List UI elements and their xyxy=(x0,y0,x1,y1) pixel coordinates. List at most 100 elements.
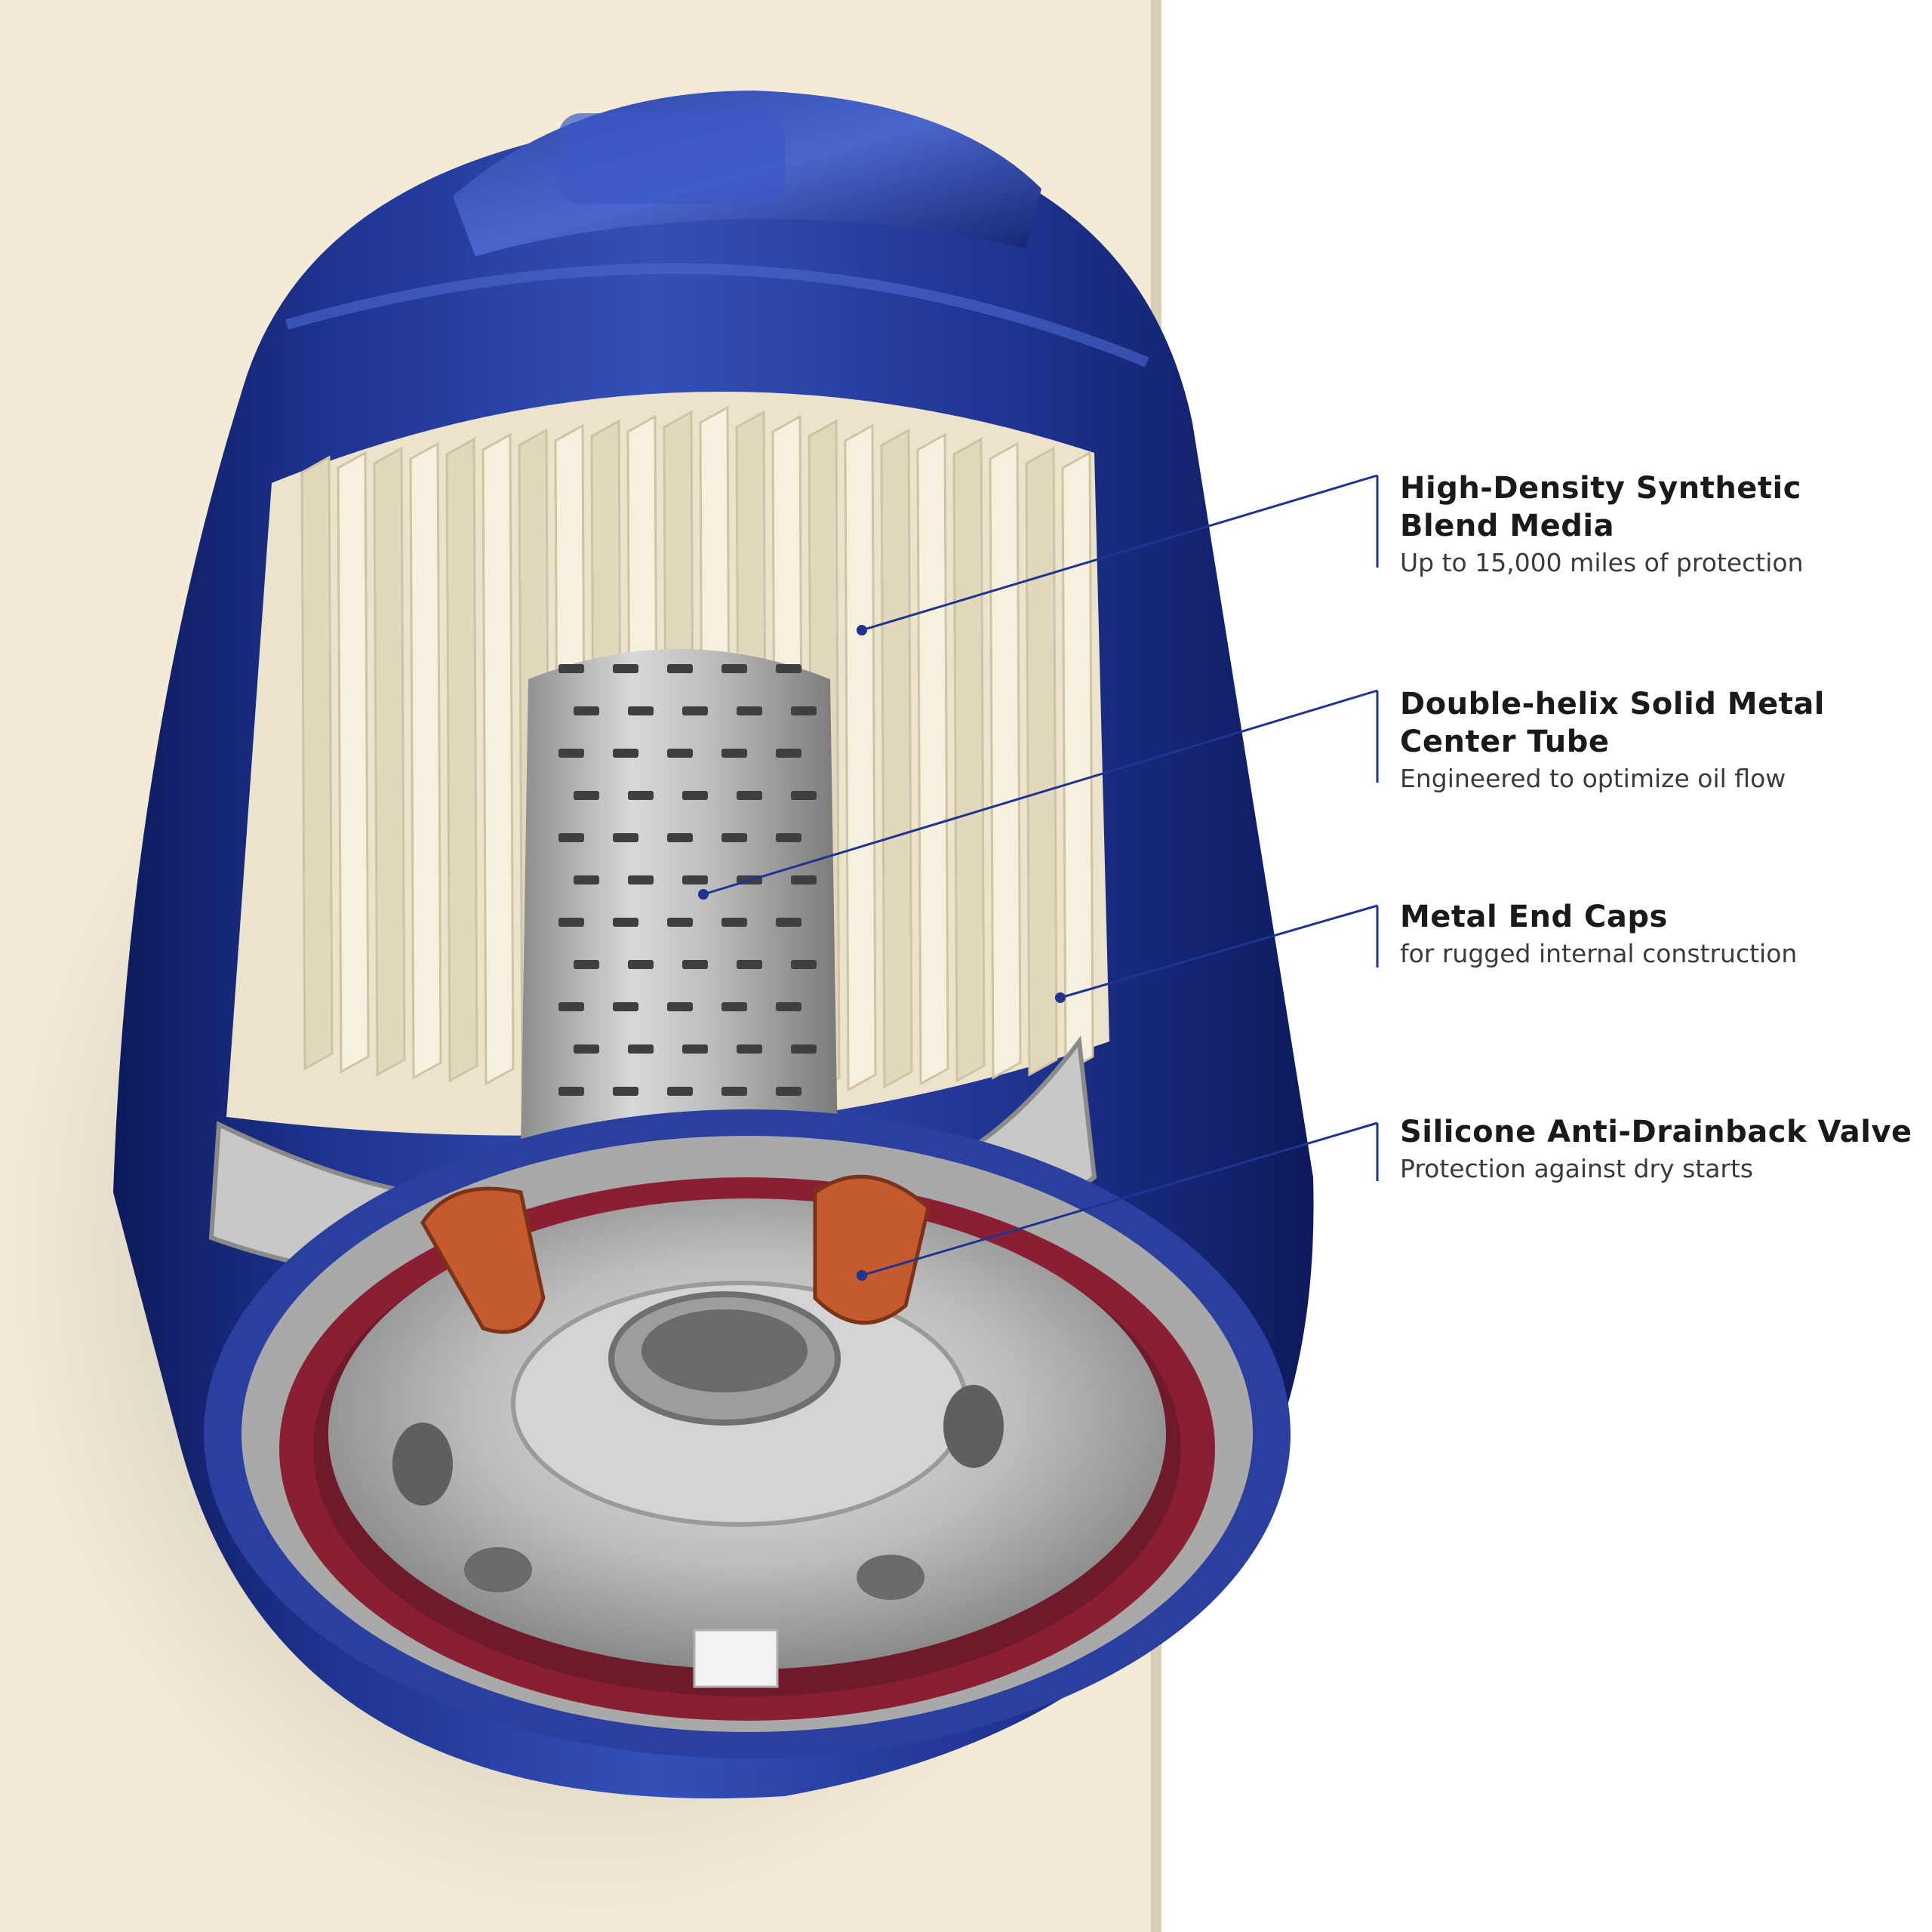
callout-dot xyxy=(698,889,709,900)
tube-perforation xyxy=(667,833,693,842)
tube-perforation xyxy=(776,1002,801,1011)
media-pleat xyxy=(916,432,949,1086)
tube-perforation xyxy=(791,875,817,884)
tube-perforation xyxy=(558,918,584,927)
anti-drainback-valve-left xyxy=(420,1186,546,1334)
media-pleat xyxy=(1061,451,1094,1074)
leader-endcaps xyxy=(1060,904,1378,999)
inlet-hole xyxy=(392,1423,453,1506)
tube-perforation xyxy=(737,1044,762,1054)
callout-dots xyxy=(698,625,1066,1281)
tube-perforation xyxy=(558,833,584,842)
tube-perforation xyxy=(776,833,801,842)
tube-perforation xyxy=(737,960,762,969)
media-pleat xyxy=(337,451,370,1074)
center-tube-perforations xyxy=(558,664,817,1096)
tube-perforation xyxy=(628,875,654,884)
callout-dot xyxy=(1055,992,1066,1003)
tube-perforation xyxy=(613,1002,638,1011)
callout-center-tube: Double-helix Solid Metal Center Tube Eng… xyxy=(1400,685,1913,795)
callout-subtitle: Up to 15,000 miles of protection xyxy=(1400,548,1804,577)
tube-perforation xyxy=(791,960,817,969)
leader-media xyxy=(861,474,1378,632)
tube-perforation xyxy=(628,706,654,715)
media-pleat xyxy=(1025,446,1058,1077)
threaded-outlet-hole xyxy=(641,1309,808,1392)
anti-drainback-valve-right xyxy=(813,1174,931,1325)
tube-perforation xyxy=(574,960,599,969)
tube-perforation xyxy=(667,664,693,673)
inlet-hole xyxy=(464,1547,532,1592)
tube-perforation xyxy=(776,749,801,758)
callout-subtitle: Protection against dry starts xyxy=(1400,1154,1754,1183)
leader-tube xyxy=(703,689,1378,896)
media-pleat xyxy=(373,446,406,1077)
tube-perforation xyxy=(737,791,762,800)
leader-valve xyxy=(861,1121,1378,1277)
tube-perforation xyxy=(721,918,747,927)
inlet-hole xyxy=(857,1555,924,1600)
callout-dot xyxy=(857,625,867,635)
tube-perforation xyxy=(791,706,817,715)
media-pleat xyxy=(445,437,478,1083)
housing-highlight xyxy=(285,263,1149,368)
tube-perforation xyxy=(721,749,747,758)
tube-perforation xyxy=(613,749,638,758)
tube-perforation xyxy=(721,664,747,673)
callout-title: Metal End Caps xyxy=(1400,900,1668,934)
media-pleat xyxy=(989,441,1022,1080)
tube-perforation xyxy=(558,664,584,673)
tube-perforation xyxy=(558,749,584,758)
callout-title: Silicone Anti-Drainback Valve xyxy=(1400,1115,1912,1149)
callout-valve: Silicone Anti-Drainback Valve Protection… xyxy=(1400,1113,1913,1186)
housing-top-flat xyxy=(558,113,785,204)
tube-perforation xyxy=(776,1087,801,1096)
tube-perforation xyxy=(721,833,747,842)
tube-perforation xyxy=(574,875,599,884)
inlet-hole xyxy=(943,1385,1004,1468)
tube-perforation xyxy=(721,1002,747,1011)
callout-subtitle: for rugged internal construction xyxy=(1400,939,1798,968)
tube-perforation xyxy=(667,749,693,758)
tube-perforation xyxy=(613,664,638,673)
tube-perforation xyxy=(776,918,801,927)
media-pleat xyxy=(952,437,986,1083)
tube-perforation xyxy=(613,833,638,842)
tube-perforation xyxy=(682,706,708,715)
base-plate-notch xyxy=(693,1629,779,1688)
media-pleat xyxy=(409,441,442,1080)
tube-perforation xyxy=(628,791,654,800)
callout-title: Double-helix Solid Metal Center Tube xyxy=(1400,687,1826,759)
tube-perforation xyxy=(667,1002,693,1011)
tube-perforation xyxy=(791,1044,817,1054)
tube-perforation xyxy=(682,1044,708,1054)
tube-perforation xyxy=(721,1087,747,1096)
tube-perforation xyxy=(667,1087,693,1096)
tube-perforation xyxy=(574,1044,599,1054)
tube-perforation xyxy=(558,1087,584,1096)
center-tube xyxy=(521,649,838,1170)
tube-perforation xyxy=(613,1087,638,1096)
media-pleat xyxy=(880,428,913,1089)
tube-perforation xyxy=(791,791,817,800)
tube-perforation xyxy=(613,918,638,927)
tube-perforation xyxy=(737,706,762,715)
tube-perforation xyxy=(682,960,708,969)
tube-perforation xyxy=(558,1002,584,1011)
callout-leaders xyxy=(703,474,1379,1277)
tube-perforation xyxy=(682,791,708,800)
tube-perforation xyxy=(667,918,693,927)
tube-perforation xyxy=(776,664,801,673)
tube-perforation xyxy=(628,960,654,969)
callout-dot xyxy=(857,1270,867,1281)
media-pleat xyxy=(300,455,334,1071)
media-pleat xyxy=(481,432,515,1086)
tube-perforation xyxy=(574,706,599,715)
callout-subtitle: Engineered to optimize oil flow xyxy=(1400,764,1786,793)
tube-perforation xyxy=(628,1044,654,1054)
callout-media: High-Density Synthetic Blend Media Up to… xyxy=(1400,469,1913,580)
callout-end-caps: Metal End Caps for rugged internal const… xyxy=(1400,898,1913,971)
media-pleat xyxy=(844,423,877,1092)
